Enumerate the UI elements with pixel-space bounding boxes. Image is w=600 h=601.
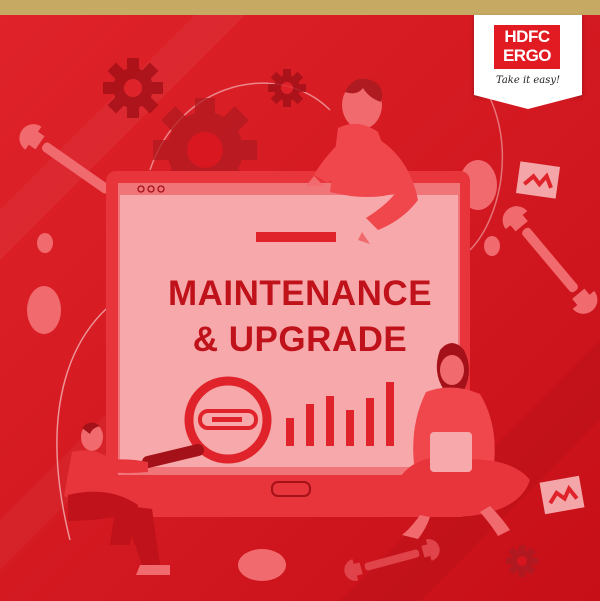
bar <box>366 398 374 446</box>
headline-line-1: MAINTENANCE <box>167 274 433 313</box>
home-button <box>271 481 311 497</box>
bar <box>286 418 294 446</box>
person-right-illustration <box>398 343 530 539</box>
decorative-blob <box>37 233 53 253</box>
wrench-icon <box>344 539 440 581</box>
decorative-blob <box>238 549 286 581</box>
bar <box>326 396 334 446</box>
screen-bar <box>256 232 336 242</box>
headline-line-2: & UPGRADE <box>192 320 408 359</box>
screen-bar-chart <box>286 382 394 446</box>
logo-text-hdfc: HDFC <box>504 27 550 46</box>
logo-mark: HDFC ERGO <box>494 25 560 69</box>
tablet <box>430 432 472 472</box>
image-icon <box>515 161 561 199</box>
window-dot <box>147 185 155 193</box>
swoosh-line <box>149 82 331 171</box>
gear-icon <box>268 69 306 107</box>
bar <box>346 410 354 446</box>
decorative-blob <box>484 236 500 256</box>
magnifier-icon <box>142 376 272 468</box>
window-dot <box>137 185 145 193</box>
bar <box>386 382 394 446</box>
gear-icon <box>103 58 163 118</box>
person-top-illustration <box>306 78 418 244</box>
gear-icon <box>506 545 538 577</box>
logo-text-ergo: ERGO <box>502 46 552 65</box>
decorative-blob <box>27 286 61 334</box>
brand-logo[interactable]: HDFC ERGO Take it easy! <box>474 15 582 109</box>
top-accent-bar <box>0 0 600 15</box>
image-icon <box>539 475 585 515</box>
person-left-illustration <box>64 422 170 575</box>
window-dot <box>157 185 165 193</box>
wrench-icon <box>502 206 598 314</box>
bar <box>306 404 314 446</box>
brand-tagline: Take it easy! <box>495 75 561 86</box>
